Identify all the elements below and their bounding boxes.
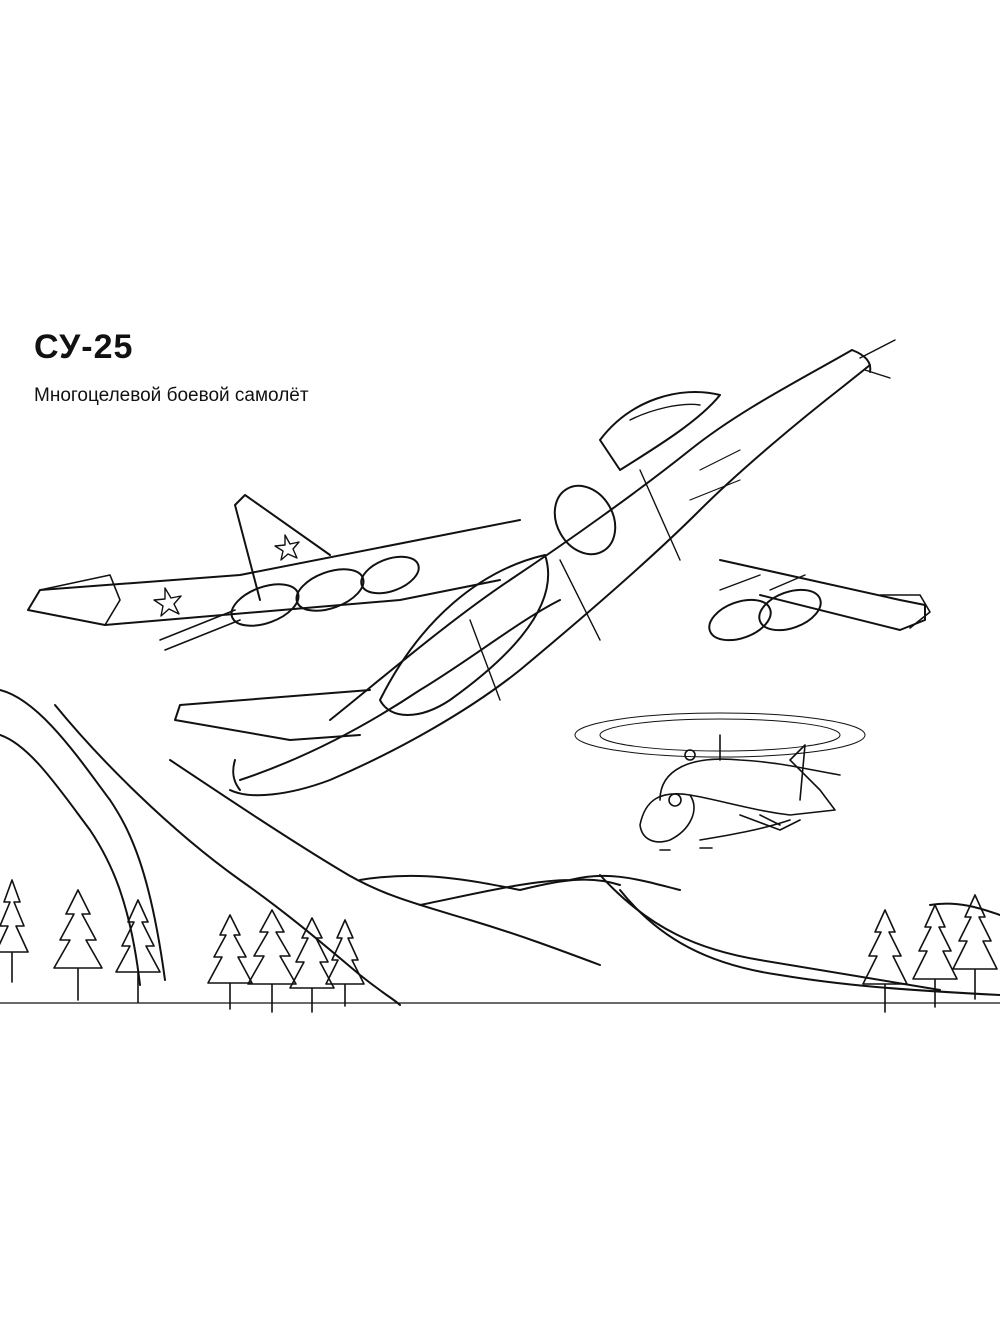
- trees-right: [863, 895, 997, 1012]
- trees-left: [0, 880, 364, 1012]
- page-title: СУ-25: [34, 328, 134, 366]
- helicopter: [575, 713, 865, 850]
- mountains: [0, 690, 1000, 1005]
- page-subtitle: Многоцелевой боевой самолёт: [34, 385, 309, 406]
- jet-aircraft: [28, 340, 930, 795]
